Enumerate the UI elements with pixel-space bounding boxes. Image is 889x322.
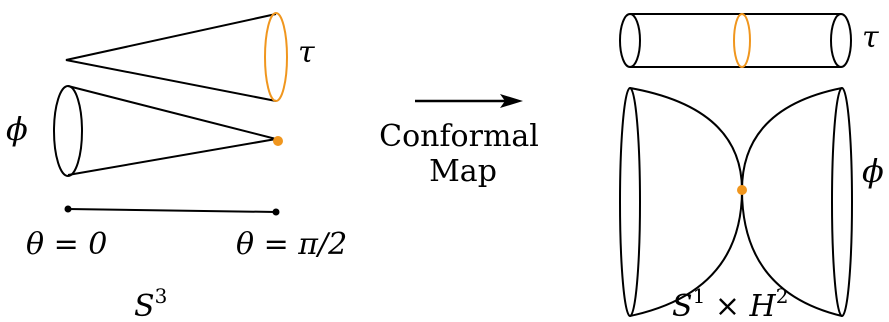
arrow-label-line1: Conformal [379,119,539,154]
funnel-right-circle [831,87,853,317]
phi-cone [53,85,283,177]
s3-sup: 3 [155,284,168,308]
left-panel-s3: τ ϕ θ = 0 θ = π/2 S3 [6,12,347,322]
h2-base: H [749,289,777,322]
arrow-label-line2: Map [429,154,497,189]
cylinder-left-cap [619,13,641,68]
phi-cone-outline [67,85,277,176]
tau-cone [65,12,288,102]
conformal-map-arrow: Conformal Map [379,94,539,189]
cylinder-right-cap [830,13,852,68]
funnel-left-circle [619,87,641,317]
theta-line [67,208,277,213]
s1xh2-label: S1 × H2 [672,284,788,322]
h2-sup: 2 [776,284,789,308]
right-tau-label: τ [862,20,879,55]
tau-cylinder [619,13,852,68]
theta-start-dot [64,205,72,213]
s3-label: S3 [134,284,167,322]
tau-circle [264,12,288,102]
right-panel-s1xh2: τ ϕ S1 × H2 [619,13,884,322]
funnel-center-point [737,185,747,195]
pole-point [273,136,283,146]
theta-half-pi-label: θ = π/2 [236,227,347,262]
left-phi-label: ϕ [6,110,28,148]
times-symbol: × [705,289,749,322]
funnel-upper-curve [629,87,843,191]
left-tau-label: τ [298,35,315,70]
s1-sup: 1 [693,284,706,308]
arrow-head [500,94,523,108]
theta-end-dot [272,208,280,216]
s1-base: S [672,289,693,322]
s3-base: S [134,289,155,322]
right-phi-label: ϕ [862,152,884,190]
cylinder-tau-circle [733,13,751,68]
phi-circle [53,85,83,177]
hyperbolic-funnel [619,87,853,317]
theta-segment [64,205,280,216]
tau-cone-outline [65,13,277,102]
theta-zero-label: θ = 0 [26,227,107,262]
